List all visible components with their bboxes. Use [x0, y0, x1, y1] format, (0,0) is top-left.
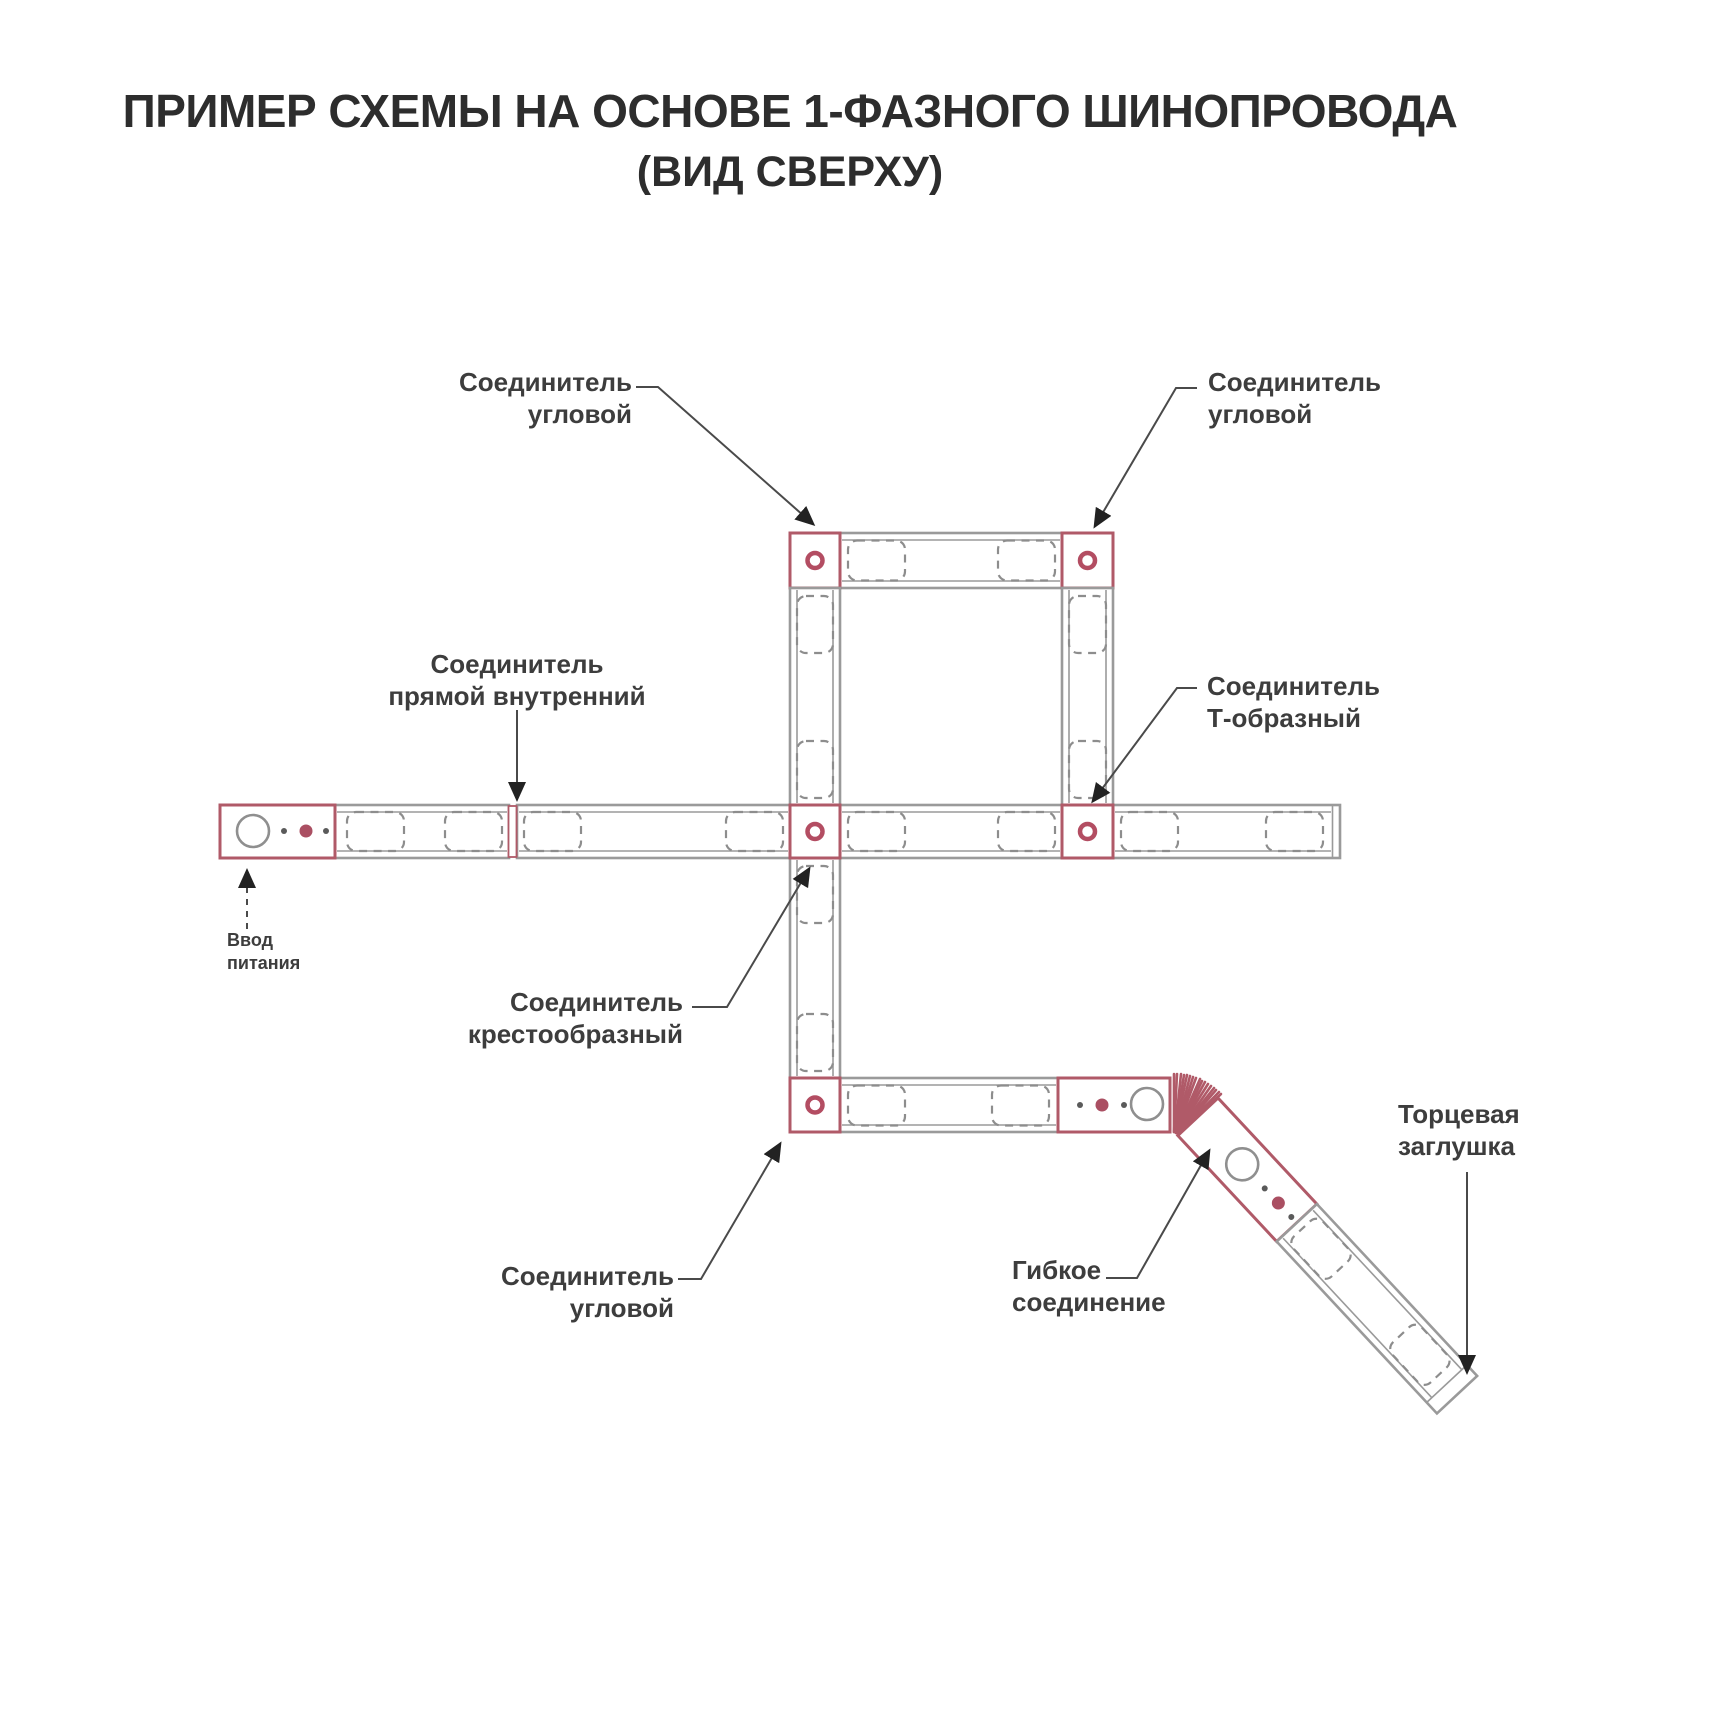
leader-t-shaped: [1091, 687, 1197, 804]
leader-cross-shaped: [692, 866, 811, 1008]
top-track: [838, 531, 1064, 590]
main-horizontal-track: [333, 803, 1342, 860]
left-vertical-track-upper: [788, 586, 842, 807]
leader-lines: [238, 386, 1476, 1375]
corner-connector-bottom: [788, 1076, 842, 1134]
flexible-feed-box-angled: [1175, 1095, 1320, 1244]
angled-track: [1175, 1095, 1479, 1416]
label-corner-top-left: Соединитель угловой: [459, 367, 632, 430]
label-cross-shaped: Соединитель крестообразный: [467, 987, 683, 1050]
power-input-box: [218, 803, 337, 860]
corner-connector-top-left: [788, 531, 842, 590]
label-power-input: Ввод питания: [227, 930, 301, 973]
label-corner-bottom: Соединитель угловой: [501, 1261, 674, 1324]
page-title: ПРИМЕР СХЕМЫ НА ОСНОВЕ 1-ФАЗНОГО ШИНОПРО…: [122, 85, 1458, 137]
right-vertical-track: [1060, 586, 1115, 807]
label-t-shaped: Соединитель Т-образный: [1207, 671, 1380, 734]
leader-corner-top-right: [1093, 387, 1197, 529]
page-subtitle: (ВИД СВЕРХУ): [636, 148, 944, 196]
leader-flexible: [1106, 1148, 1211, 1279]
flexible-feed-box: [1056, 1076, 1172, 1134]
leader-corner-bottom: [678, 1141, 782, 1280]
t-connector: [1060, 803, 1115, 860]
label-flexible: Гибкое соединение: [1012, 1255, 1166, 1318]
leader-corner-top-left: [636, 386, 816, 526]
label-corner-top-right: Соединитель угловой: [1208, 367, 1381, 430]
cross-connector: [788, 803, 842, 860]
label-straight-internal: Соединитель прямой внутренний: [388, 649, 646, 712]
bottom-horizontal-track: [838, 1076, 1060, 1134]
corner-connector-top-right: [1060, 531, 1115, 590]
straight-internal-connector: [507, 805, 518, 858]
left-vertical-track-lower: [788, 856, 842, 1080]
label-end-cap: Торцевая заглушка: [1398, 1099, 1520, 1162]
